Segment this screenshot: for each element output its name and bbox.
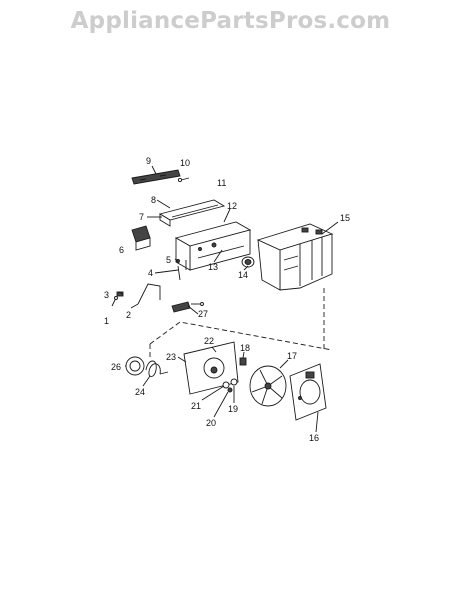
part-16-cover-plate (289, 363, 327, 421)
part-15-ice-maker-body (256, 223, 334, 291)
callout-17: 17 (287, 351, 297, 361)
callout-18: 18 (240, 343, 250, 353)
part-19-washer (230, 378, 238, 386)
callout-23: 23 (166, 352, 176, 362)
part-10-screw (177, 177, 190, 183)
assembly-dashed-lines (149, 288, 333, 358)
part-26-ring (125, 356, 145, 376)
callout-2: 2 (126, 310, 131, 320)
callout-11: 11 (217, 178, 226, 188)
callout-16: 16 (309, 433, 319, 443)
callout-1: 1 (104, 316, 109, 326)
part-9-mounting-strip (131, 169, 181, 185)
callout-26: 26 (111, 362, 121, 372)
part-14-gear (241, 256, 255, 268)
watermark-text: AppliancePartsPros.com (70, 8, 391, 34)
callout-4: 4 (148, 268, 153, 278)
callout-14: 14 (238, 270, 248, 280)
callout-21: 21 (191, 401, 201, 411)
callout-22: 22 (204, 336, 214, 346)
callout-6: 6 (119, 245, 124, 255)
callout-15: 15 (340, 213, 350, 223)
part-23-back-plate (183, 341, 239, 395)
callout-9: 9 (146, 156, 151, 166)
part-2-wire-arm (137, 283, 161, 305)
part-8-upper-bracket (158, 199, 226, 227)
callout-12: 12 (227, 201, 237, 211)
callout-13: 13 (208, 262, 218, 272)
callout-27: 27 (198, 309, 208, 319)
part-20-nut (227, 387, 233, 393)
callout-labels: 1 2 3 4 5 6 7 8 9 10 11 12 13 14 15 16 1… (104, 156, 350, 443)
part-18-square (239, 357, 247, 366)
callout-7: 7 (139, 212, 144, 222)
callout-10: 10 (180, 158, 190, 168)
callout-8: 8 (151, 195, 156, 205)
callout-19: 19 (228, 404, 238, 414)
part-1-screw (111, 296, 118, 307)
part-4-rod (177, 265, 181, 281)
part-6-block (131, 225, 151, 251)
callout-24: 24 (135, 387, 145, 397)
part-12-mold-housing (174, 221, 252, 271)
callout-5: 5 (166, 255, 171, 265)
part-17-fan-blade (249, 365, 287, 407)
leader-lines (117, 165, 339, 433)
callout-3: 3 (104, 290, 109, 300)
part-24-spring (145, 360, 169, 377)
callout-20: 20 (206, 418, 216, 428)
part-21-washer (222, 381, 230, 389)
